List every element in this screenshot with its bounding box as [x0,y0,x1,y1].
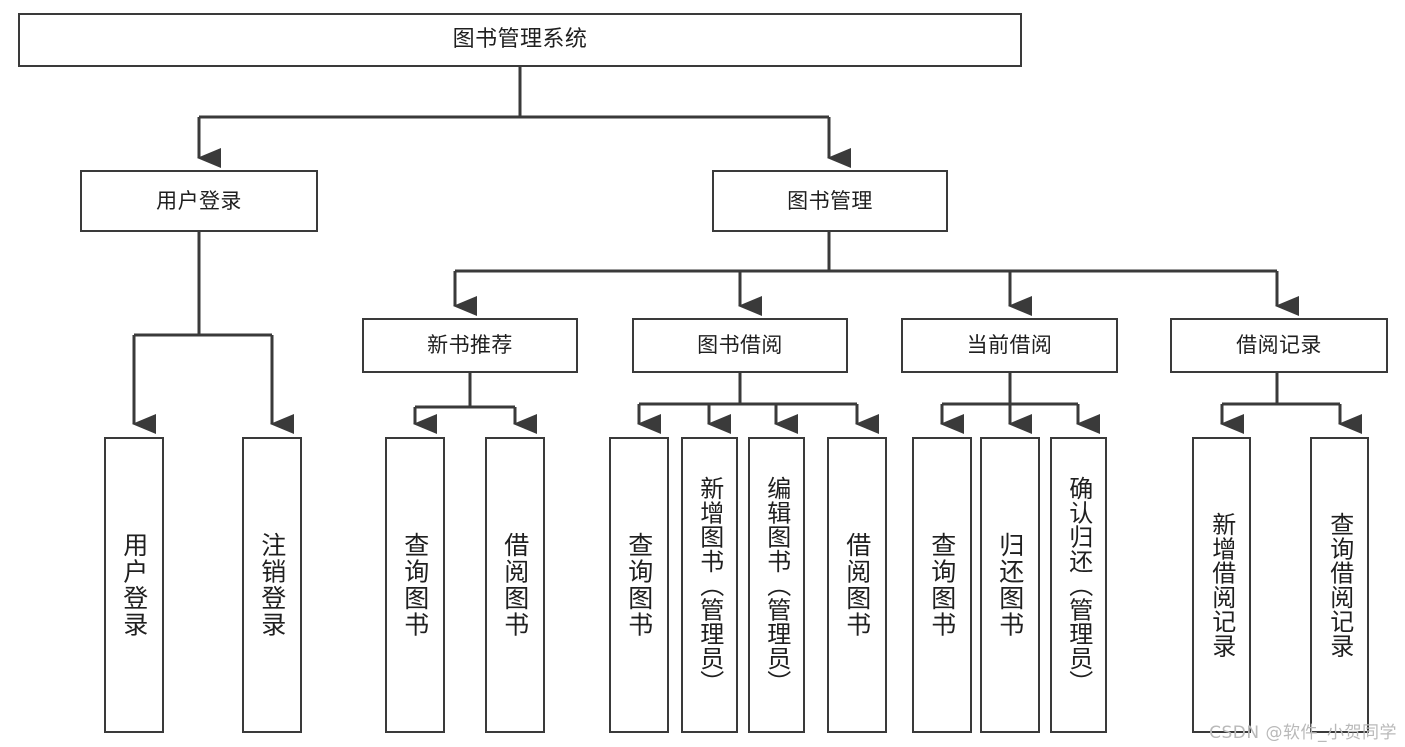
node-current-borrow[interactable]: 当前借阅 [901,318,1118,373]
node-label: 查询图书 [927,532,957,638]
node-label: 图书借阅 [697,333,783,358]
node-label: 归还图书 [995,532,1025,638]
node-new-book-recommend[interactable]: 新书推荐 [362,318,578,373]
watermark-text: CSDN @软件_小贺同学 [1209,723,1397,743]
node-label: 借阅图书 [500,532,530,638]
leaf-current-query-book[interactable]: 查询图书 [912,437,972,733]
leaf-user-login[interactable]: 用户登录 [104,437,164,733]
node-label: 查询图书 [400,532,430,638]
node-label: 借阅记录 [1236,333,1322,358]
leaf-record-add-record[interactable]: 新增借阅记录 [1192,437,1251,733]
node-label: 编辑图书（管理员） [762,475,791,695]
leaf-recommend-query-book[interactable]: 查询图书 [385,437,445,733]
leaf-recommend-borrow-book[interactable]: 借阅图书 [485,437,545,733]
leaf-borrow-query-book[interactable]: 查询图书 [609,437,669,733]
node-label: 新书推荐 [427,333,513,358]
node-book-borrow[interactable]: 图书借阅 [632,318,848,373]
node-label: 查询图书 [624,532,654,638]
node-label: 确认归还（管理员） [1064,475,1093,695]
node-label: 注销登录 [257,532,287,638]
node-label: 新增借阅记录 [1207,512,1236,658]
node-label: 用户登录 [119,532,149,638]
node-borrow-record[interactable]: 借阅记录 [1170,318,1388,373]
node-label: 图书管理 [787,188,873,213]
leaf-borrow-add-book-admin[interactable]: 新增图书（管理员） [681,437,738,733]
leaf-current-return-book[interactable]: 归还图书 [980,437,1040,733]
node-root-system[interactable]: 图书管理系统 [18,13,1022,67]
node-label: 借阅图书 [842,532,872,638]
node-label: 当前借阅 [966,333,1053,358]
node-label: 查询借阅记录 [1325,512,1354,658]
leaf-user-logout[interactable]: 注销登录 [242,437,302,733]
node-label: 用户登录 [156,188,242,213]
leaf-current-confirm-return-admin[interactable]: 确认归还（管理员） [1050,437,1107,733]
node-label: 新增图书（管理员） [695,475,724,695]
leaf-borrow-edit-book-admin[interactable]: 编辑图书（管理员） [748,437,805,733]
leaf-borrow-borrow-book[interactable]: 借阅图书 [827,437,887,733]
node-label: 图书管理系统 [452,27,588,53]
leaf-record-query-record[interactable]: 查询借阅记录 [1310,437,1369,733]
node-user-login[interactable]: 用户登录 [80,170,318,232]
node-book-management[interactable]: 图书管理 [712,170,948,232]
